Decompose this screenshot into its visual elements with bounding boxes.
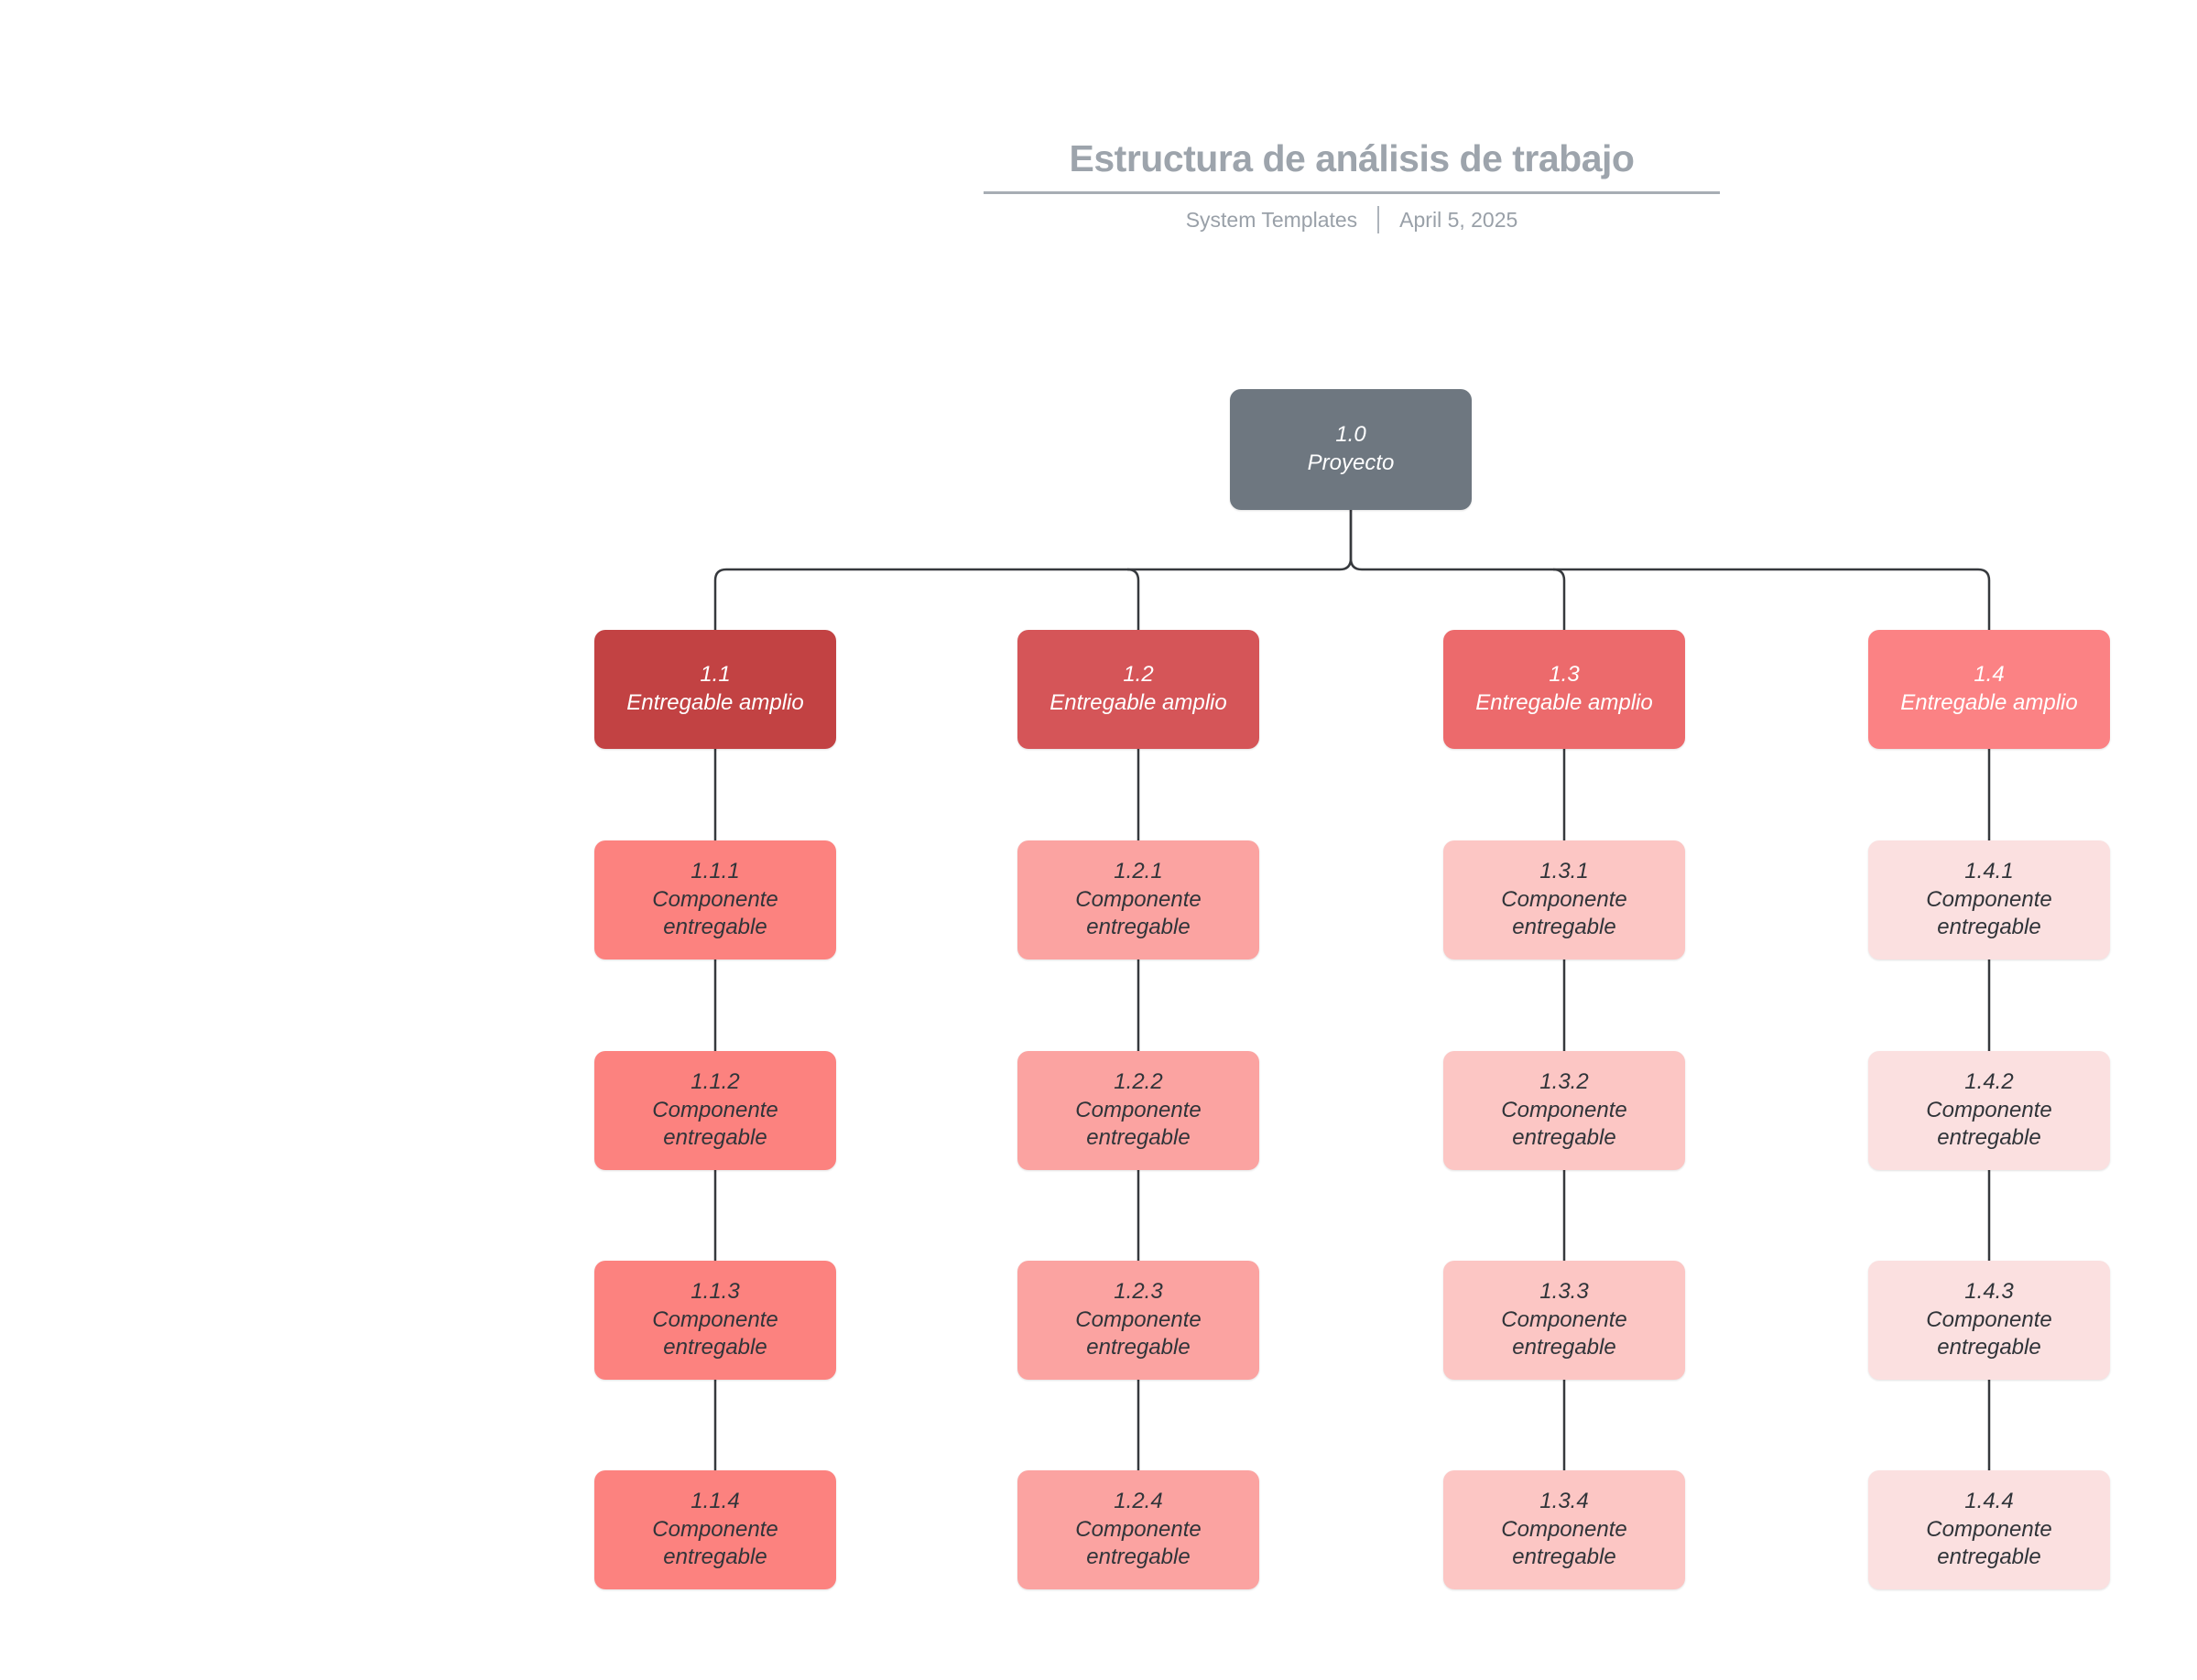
node-label: Componente entregable xyxy=(1501,1516,1627,1570)
connector-root-right xyxy=(1349,510,1991,630)
connector-root-left xyxy=(713,510,1353,630)
node-1-3-2: 1.3.2 Componente entregable xyxy=(1443,1051,1685,1170)
node-id: 1.4.1 xyxy=(1964,858,2014,883)
node-id: 1.3.1 xyxy=(1539,858,1589,883)
node-id: 1.0 xyxy=(1335,422,1366,448)
node-label: Componente entregable xyxy=(1926,1097,2052,1151)
node-1-1-2: 1.1.2 Componente entregable xyxy=(594,1051,836,1170)
node-1-3-3: 1.3.3 Componente entregable xyxy=(1443,1261,1685,1380)
node-id: 1.3.3 xyxy=(1539,1278,1589,1304)
subtitle-divider xyxy=(1377,206,1380,233)
node-label: Entregable amplio xyxy=(1475,690,1653,715)
node-label: Componente entregable xyxy=(1075,886,1202,940)
node-label: Componente entregable xyxy=(1075,1306,1202,1360)
node-1-4: 1.4 Entregable amplio xyxy=(1868,630,2110,749)
node-label: Componente entregable xyxy=(1501,1306,1627,1360)
node-label: Entregable amplio xyxy=(626,690,804,715)
node-id: 1.4.3 xyxy=(1964,1278,2014,1304)
node-id: 1.1.3 xyxy=(691,1278,740,1304)
date-label: April 5, 2025 xyxy=(1399,207,1518,232)
author-label: System Templates xyxy=(1185,207,1358,232)
node-id: 1.1.2 xyxy=(691,1068,740,1094)
node-id: 1.2.2 xyxy=(1114,1068,1163,1094)
node-label: Componente entregable xyxy=(652,1306,778,1360)
title-underline xyxy=(984,191,1720,194)
node-label: Componente entregable xyxy=(1926,1306,2052,1360)
node-label: Componente entregable xyxy=(1926,1516,2052,1570)
node-label: Componente entregable xyxy=(652,886,778,940)
node-1-4-2: 1.4.2 Componente entregable xyxy=(1868,1051,2110,1170)
node-1-1-4: 1.1.4 Componente entregable xyxy=(594,1470,836,1589)
node-1-2-1: 1.2.1 Componente entregable xyxy=(1017,840,1259,959)
node-id: 1.1.1 xyxy=(691,858,740,883)
node-id: 1.4.4 xyxy=(1964,1488,2014,1513)
node-id: 1.4.2 xyxy=(1964,1068,2014,1094)
node-id: 1.2.1 xyxy=(1114,858,1163,883)
node-1-3-4: 1.3.4 Componente entregable xyxy=(1443,1470,1685,1589)
node-1-1: 1.1 Entregable amplio xyxy=(594,630,836,749)
node-1-1-3: 1.1.3 Componente entregable xyxy=(594,1261,836,1380)
node-1-4-4: 1.4.4 Componente entregable xyxy=(1868,1470,2110,1589)
node-label: Componente entregable xyxy=(1075,1516,1202,1570)
node-id: 1.2.4 xyxy=(1114,1488,1163,1513)
node-label: Entregable amplio xyxy=(1050,690,1227,715)
node-label: Proyecto xyxy=(1307,450,1395,475)
node-1-2-4: 1.2.4 Componente entregable xyxy=(1017,1470,1259,1589)
node-id: 1.3.2 xyxy=(1539,1068,1589,1094)
node-label: Componente entregable xyxy=(652,1097,778,1151)
node-1-3: 1.3 Entregable amplio xyxy=(1443,630,1685,749)
node-id: 1.2.3 xyxy=(1114,1278,1163,1304)
node-1-2-3: 1.2.3 Componente entregable xyxy=(1017,1261,1259,1380)
node-label: Componente entregable xyxy=(1926,886,2052,940)
node-1-2: 1.2 Entregable amplio xyxy=(1017,630,1259,749)
node-id: 1.3 xyxy=(1549,662,1580,688)
node-id: 1.1 xyxy=(700,662,731,688)
node-1-4-3: 1.4.3 Componente entregable xyxy=(1868,1261,2110,1380)
node-1-0: 1.0 Proyecto xyxy=(1230,389,1472,510)
page-title: Estructura de análisis de trabajo xyxy=(1069,137,1635,179)
node-1-2-2: 1.2.2 Componente entregable xyxy=(1017,1051,1259,1170)
node-id: 1.4 xyxy=(1974,662,2005,688)
node-label: Componente entregable xyxy=(652,1516,778,1570)
node-label: Entregable amplio xyxy=(1900,690,2078,715)
connector-drop-col2 xyxy=(1126,568,1140,630)
node-1-1-1: 1.1.1 Componente entregable xyxy=(594,840,836,959)
node-label: Componente entregable xyxy=(1075,1097,1202,1151)
node-id: 1.3.4 xyxy=(1539,1488,1589,1513)
subtitle: System Templates April 5, 2025 xyxy=(802,206,1901,233)
node-1-3-1: 1.3.1 Componente entregable xyxy=(1443,840,1685,959)
node-id: 1.2 xyxy=(1123,662,1154,688)
node-label: Componente entregable xyxy=(1501,886,1627,940)
node-id: 1.1.4 xyxy=(691,1488,740,1513)
node-label: Componente entregable xyxy=(1501,1097,1627,1151)
connector-drop-col3 xyxy=(1552,568,1566,630)
node-1-4-1: 1.4.1 Componente entregable xyxy=(1868,840,2110,959)
